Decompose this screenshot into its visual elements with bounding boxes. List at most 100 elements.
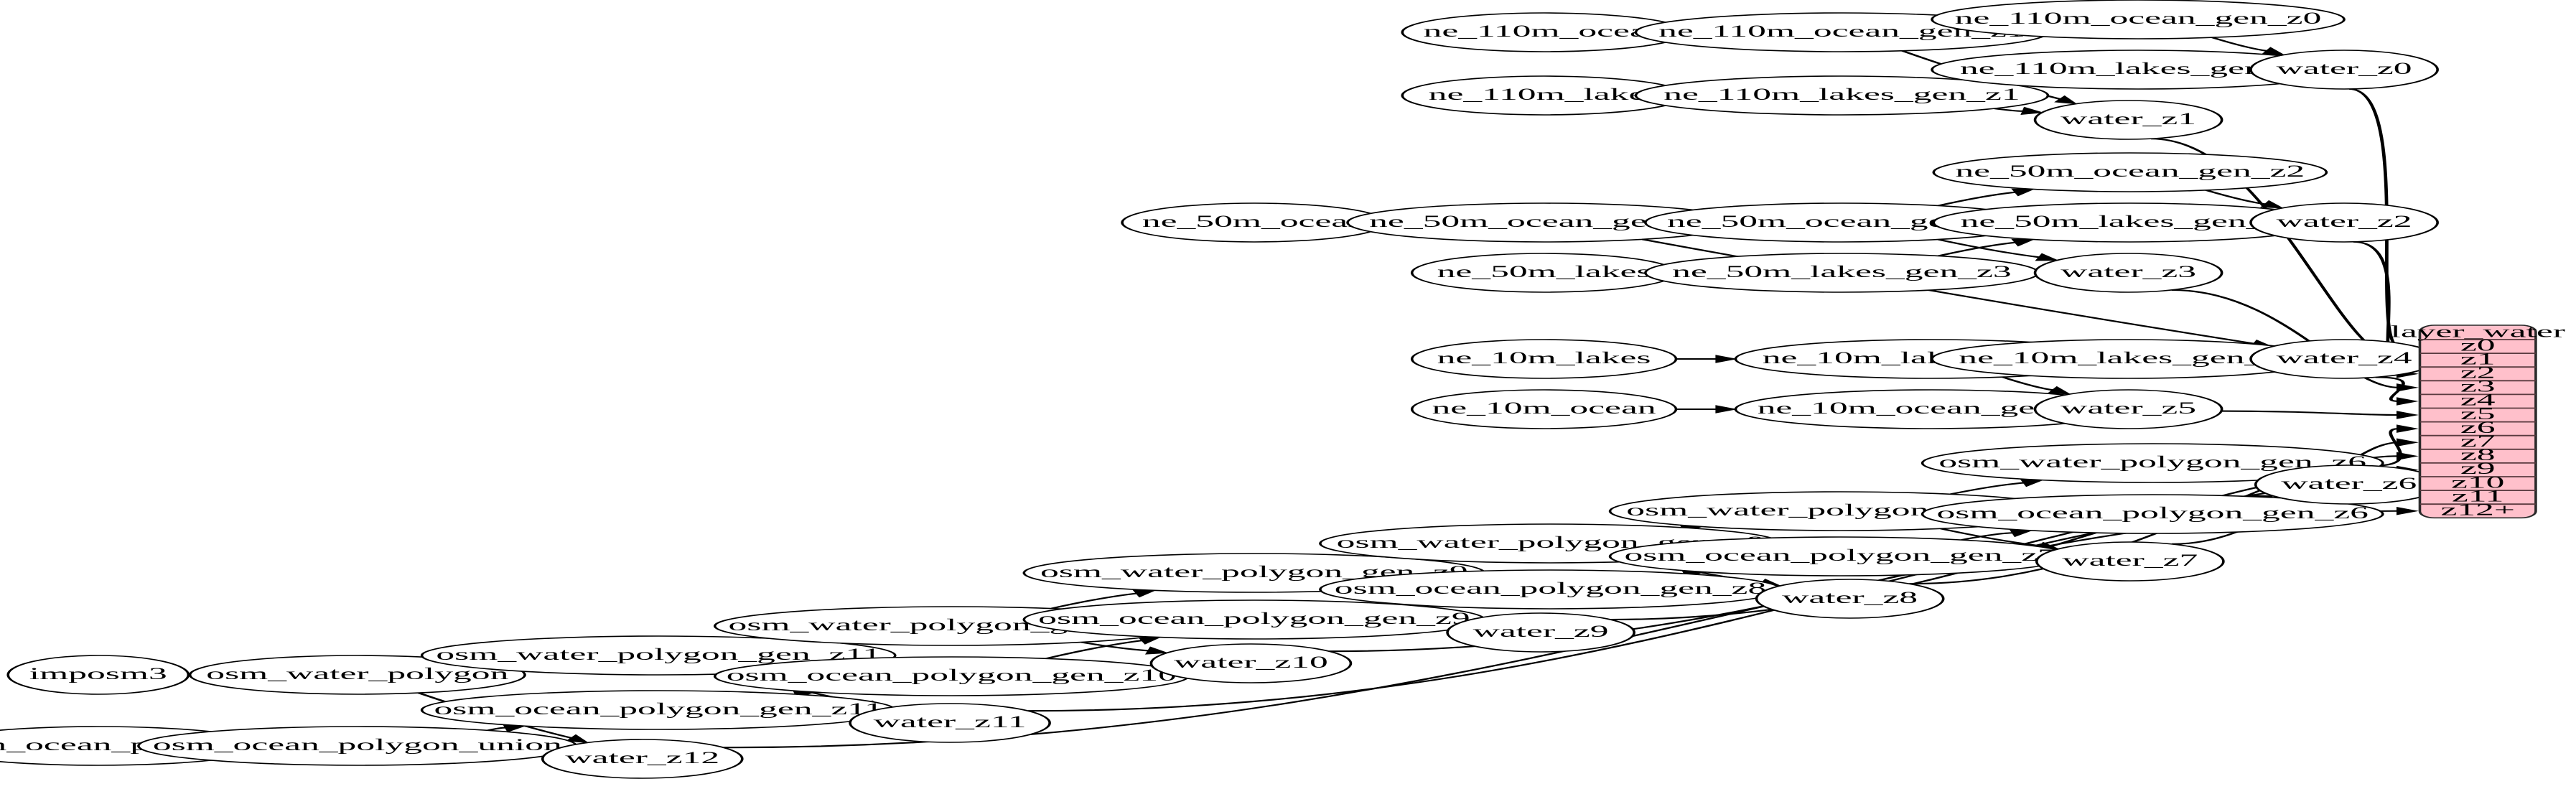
edge-line — [1938, 191, 2017, 207]
edge-arrowhead — [2054, 95, 2078, 105]
graph-node-osm_ocean_polygon_gen_z10[interactable]: osm_ocean_polygon_gen_z10 — [713, 656, 1190, 696]
graph-node-imposm3[interactable]: imposm3 — [6, 655, 190, 695]
edge-line — [487, 727, 509, 732]
edge-arrowhead — [2396, 411, 2419, 419]
edge-arrowhead — [1144, 646, 1170, 655]
graph-edge — [2211, 37, 2286, 56]
node-shape — [541, 739, 744, 779]
node-shape — [2035, 541, 2225, 582]
graph-node-water_z7[interactable]: water_z7 — [2035, 541, 2225, 582]
graph-edge — [1961, 529, 2033, 541]
graph-node-water_z1[interactable]: water_z1 — [2033, 100, 2223, 140]
graph-edge — [1081, 641, 1170, 655]
node-shape — [1319, 569, 1782, 610]
edge-arrowhead — [2011, 238, 2035, 247]
edge-arrowhead — [2047, 386, 2072, 395]
node-shape — [2249, 50, 2439, 90]
edge-line — [2205, 190, 2267, 205]
graph-node-water_z6[interactable]: water_z6 — [2254, 464, 2444, 505]
graph-node-ne_50m_ocean_gen_z2[interactable]: ne_50m_ocean_gen_z2 — [1932, 152, 2328, 192]
graph-node-ne_10m_lakes[interactable]: ne_10m_lakes — [1410, 339, 1678, 379]
record-edge — [2375, 376, 2419, 406]
edge-arrowhead — [1715, 355, 1738, 363]
node-shape — [713, 656, 1190, 696]
graph-edge — [1950, 479, 2045, 495]
node-shape — [137, 726, 578, 766]
graph-node-water_z2[interactable]: water_z2 — [2249, 202, 2439, 243]
node-shape — [420, 690, 897, 730]
graph-node-osm_ocean_polygon_gen_z11[interactable]: osm_ocean_polygon_gen_z11 — [420, 690, 897, 730]
node-shape — [849, 703, 1051, 743]
edge-arrowhead — [2260, 200, 2285, 209]
graph-node-water_z4[interactable]: water_z4 — [2249, 339, 2439, 379]
node-shape — [1446, 612, 1635, 653]
edge-line — [1938, 241, 2017, 257]
edge-arrowhead — [2396, 507, 2419, 515]
edge-line — [1950, 482, 2026, 495]
graph-node-water_z3[interactable]: water_z3 — [2033, 253, 2223, 293]
graph-edge — [1641, 238, 2274, 347]
graph-edge — [1938, 238, 2035, 257]
graph-node-osm_ocean_polygon_gen_z8[interactable]: osm_ocean_polygon_gen_z8 — [1319, 569, 1782, 610]
edge-arrowhead — [2035, 253, 2059, 261]
graph-node-osm_ocean_polygon_union[interactable]: osm_ocean_polygon_union — [137, 726, 578, 766]
edge-line — [1994, 108, 2025, 112]
node-shape — [1921, 443, 2384, 483]
graph-edge — [1994, 106, 2045, 116]
edge-line — [1937, 238, 2041, 258]
edge-line — [1050, 592, 1139, 610]
graph-node-ne_10m_ocean[interactable]: ne_10m_ocean — [1410, 389, 1678, 429]
graph-node-water_z10[interactable]: water_z10 — [1149, 643, 1353, 683]
node-shape — [6, 655, 190, 695]
edge-line — [2002, 376, 2055, 391]
graph-node-ne_50m_lakes[interactable]: ne_50m_lakes — [1410, 253, 1678, 293]
edge-line — [1940, 528, 2043, 547]
edge-line — [1961, 532, 2015, 541]
graph-edge — [1938, 188, 2035, 207]
graph-node-water_z9[interactable]: water_z9 — [1446, 612, 1635, 653]
edge-line — [1045, 639, 1144, 660]
graph-edge — [1676, 405, 1738, 414]
edge-arrowhead — [2261, 47, 2286, 56]
node-shape — [1644, 253, 2040, 293]
record-edge — [2371, 424, 2419, 467]
graph-node-ne_50m_lakes_gen_z3[interactable]: ne_50m_lakes_gen_z3 — [1644, 253, 2040, 293]
edge-arrowhead — [2020, 106, 2045, 116]
node-shape — [2033, 389, 2223, 429]
nodes-layer: imposm3osm_water_polygonosm_ocean_polygo… — [0, 0, 2444, 779]
graph-node-osm_ocean_polygon_gen_z7[interactable]: osm_ocean_polygon_gen_z7 — [1608, 536, 2072, 576]
node-shape — [1932, 152, 2328, 192]
graph-node-water_z8[interactable]: water_z8 — [1755, 579, 1945, 619]
node-shape — [2033, 253, 2223, 293]
edge-line — [2375, 376, 2405, 402]
node-shape — [1410, 389, 1678, 429]
graph-node-water_z12[interactable]: water_z12 — [541, 739, 744, 779]
graph-node-water_z0[interactable]: water_z0 — [2249, 50, 2439, 90]
graph-node-ne_110m_ocean_gen_z0[interactable]: ne_110m_ocean_gen_z0 — [1931, 0, 2346, 39]
edge-arrowhead — [1137, 637, 1162, 645]
edge-arrowhead — [1715, 405, 1738, 414]
edge-line — [2211, 37, 2269, 52]
node-shape — [1022, 599, 1486, 640]
graph-edge — [2002, 376, 2072, 395]
node-shape — [2254, 464, 2444, 505]
node-shape — [1921, 494, 2384, 534]
edge-arrowhead — [2396, 452, 2419, 461]
graph-node-water_z5[interactable]: water_z5 — [2033, 389, 2223, 429]
edge-line — [1641, 238, 2257, 345]
node-shape — [1410, 253, 1678, 293]
edge-arrowhead — [565, 734, 589, 744]
edge-line — [1081, 641, 1150, 652]
node-shape — [1931, 0, 2346, 39]
record-edge — [2221, 410, 2419, 419]
node-shape — [1410, 339, 1678, 379]
edge-line — [2171, 289, 2399, 388]
edge-line — [2371, 428, 2403, 467]
graph-node-water_z11[interactable]: water_z11 — [849, 703, 1051, 743]
edge-arrowhead — [2396, 438, 2419, 447]
node-shape — [2249, 202, 2439, 243]
node-shape — [1149, 643, 1353, 683]
graph-node-osm_ocean_polygon_gen_z9[interactable]: osm_ocean_polygon_gen_z9 — [1022, 599, 1486, 640]
